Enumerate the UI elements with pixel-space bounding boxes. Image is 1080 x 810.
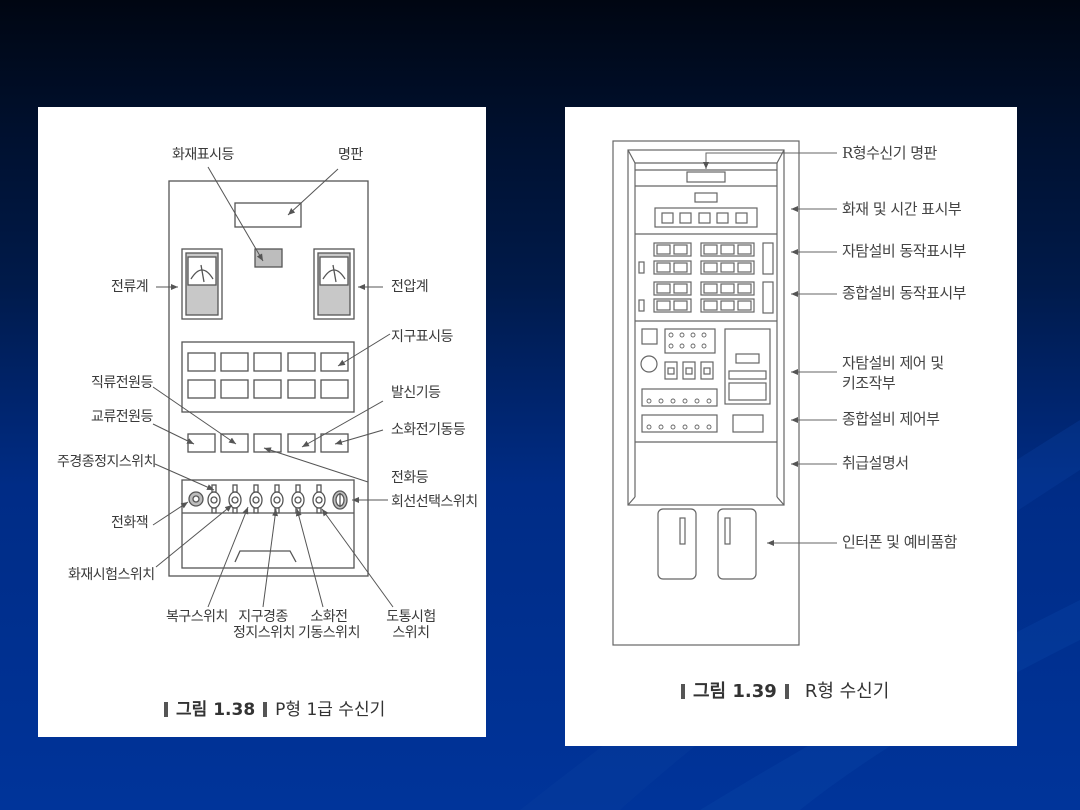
label-line-select-switch: 회선선택스위치 xyxy=(391,494,478,510)
caption-number: 그림 1.39 xyxy=(693,681,777,702)
label-fire-test-switch: 화재시험스위치 xyxy=(68,567,155,583)
label-phone-jack: 전화잭 xyxy=(111,515,149,531)
caption-bar-icon xyxy=(164,702,168,717)
label-transmitter-lamp: 발신기등 xyxy=(391,385,441,401)
label-nameplate: 명판 xyxy=(338,147,363,163)
label-interphone-spares: 인터폰 및 예비품함 xyxy=(842,533,957,551)
p-type-receiver-drawing xyxy=(152,166,394,608)
label-zone-bell-stop-switch-line1: 지구경종 xyxy=(238,609,288,625)
caption-bar-icon xyxy=(784,684,789,699)
label-auto-detect-control-line1: 자탐설비 제어 및 xyxy=(842,354,944,372)
caption-title: R형 수신기 xyxy=(804,681,890,702)
figure-caption-right: 그림 1.39 R형 수신기 xyxy=(673,677,889,703)
label-auto-detect-status: 자탐설비 동작표시부 xyxy=(842,242,966,260)
caption-bar-icon xyxy=(681,684,685,699)
label-hydrant-start-switch: 소화전 기동스위치 xyxy=(296,609,362,641)
label-continuity-test-switch-line2: 스위치 xyxy=(392,625,430,641)
label-hydrant-start-switch-line2: 기동스위치 xyxy=(298,625,360,641)
caption-bar-icon xyxy=(263,702,268,717)
figure-r-type-receiver: R형수신기 명판 화재 및 시간 표시부 자탐설비 동작표시부 종합설비 동작표… xyxy=(565,107,1017,746)
label-continuity-test-switch: 도통시험 스위치 xyxy=(381,609,441,641)
label-reset-switch: 복구스위치 xyxy=(166,609,228,625)
label-auto-detect-control: 자탐설비 제어 및 키조작부 xyxy=(842,353,944,393)
caption-number: 그림 1.38 xyxy=(176,700,256,720)
figure-p-type-receiver: 화재표시등 명판 전류계 전압계 지구표시등 직류전원등 발신기등 교류전원등 … xyxy=(38,107,486,737)
label-auto-detect-control-line2: 키조작부 xyxy=(842,374,896,392)
label-hydrant-start-switch-line1: 소화전 xyxy=(310,609,348,625)
label-continuity-test-switch-line1: 도통시험 xyxy=(386,609,436,625)
label-ac-power-lamp: 교류전원등 xyxy=(91,409,153,425)
label-r-nameplate: R형수신기 명판 xyxy=(842,144,937,162)
caption-title: P형 1급 수신기 xyxy=(275,700,386,720)
label-phone-lamp: 전화등 xyxy=(391,470,429,486)
label-fire-pump-start-lamp: 소화전기동등 xyxy=(391,422,466,438)
label-integrated-control: 종합설비 제어부 xyxy=(842,410,940,428)
label-fire-indicator-lamp: 화재표시등 xyxy=(172,147,234,163)
r-type-receiver-drawing xyxy=(612,140,837,646)
label-ammeter: 전류계 xyxy=(111,279,149,295)
figure-caption-left: 그림 1.38 P형 1급 수신기 xyxy=(156,695,385,720)
label-zone-indicator-lamp: 지구표시등 xyxy=(391,329,453,345)
label-zone-bell-stop-switch: 지구경종 정지스위치 xyxy=(233,609,295,641)
label-zone-bell-stop-switch-line2: 정지스위치 xyxy=(233,625,295,641)
label-voltmeter: 전압계 xyxy=(391,279,429,295)
label-main-bell-stop-switch: 주경종정지스위치 xyxy=(57,454,157,470)
label-fire-time-display: 화재 및 시간 표시부 xyxy=(842,200,962,218)
label-dc-power-lamp: 직류전원등 xyxy=(91,375,153,391)
label-manual: 취급설명서 xyxy=(842,454,909,472)
label-integrated-status: 종합설비 동작표시부 xyxy=(842,284,966,302)
